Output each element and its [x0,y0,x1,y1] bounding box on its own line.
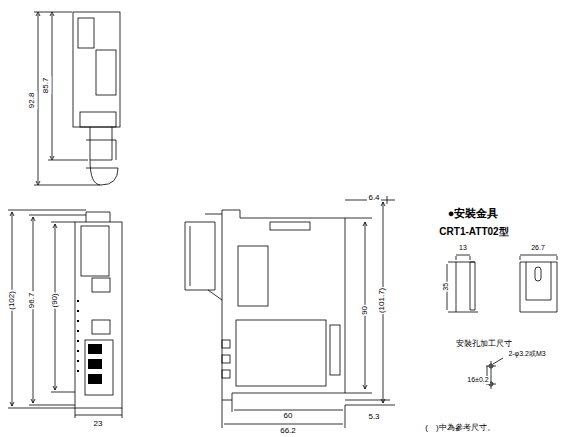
dimension-value: 85.7 [43,76,52,94]
dimension-lines [222,196,395,428]
front-view-body [75,222,122,408]
dimension-value: 60 [283,412,294,421]
connector-outline [86,127,118,185]
front-detail [81,226,109,276]
dimension-value: 92.8 [29,91,38,109]
note-text: 16±0.2 [466,376,489,384]
dimension-value: 13 [458,244,468,252]
dimension-value: (102) [8,290,17,311]
side-connector [185,214,222,300]
side-detail [236,320,326,386]
front-connector [86,212,110,222]
top-view-detail [80,112,116,127]
dimension-lines [520,255,557,260]
terminals [88,344,102,384]
indicator-leds [77,300,79,372]
dimension-value: 35 [442,282,450,292]
top-view-detail [78,18,94,48]
dimension-value: 23 [93,420,104,429]
bracket-front [520,262,557,312]
dip-switch [92,278,110,292]
dimension-value: 5.3 [367,413,380,422]
hole-lines [486,358,503,389]
dimension-value: 26.7 [530,244,546,252]
side-terminals [222,340,230,378]
part-title: ●安裝金具 [447,207,500,219]
bracket-side [456,262,478,312]
top-view-detail [96,50,116,95]
dimension-value: (90) [51,292,60,308]
side-view-body [222,210,345,400]
terminal-block [85,340,113,395]
dimension-lines [34,12,100,185]
dimension-value: 66.2 [279,427,297,436]
note-text: 2-φ3.2或M3 [507,350,546,358]
dimension-value: (101.7) [379,286,388,313]
side-detail [238,246,268,306]
dimension-value: 90 [361,305,370,316]
dimension-lines [8,210,122,418]
dimension-lines [447,255,470,312]
part-title: CRT1-ATT02型 [438,226,509,237]
dimension-value: 96.7 [29,291,38,309]
note-text: 安裝孔加工尺寸 [455,340,513,349]
side-detail [330,325,340,375]
note-text: ( )中為參考尺寸。 [424,424,495,433]
top-view-body [73,12,120,127]
dimension-value: 6.4 [367,194,380,203]
dip-switch [92,320,110,334]
side-detail [270,222,310,230]
